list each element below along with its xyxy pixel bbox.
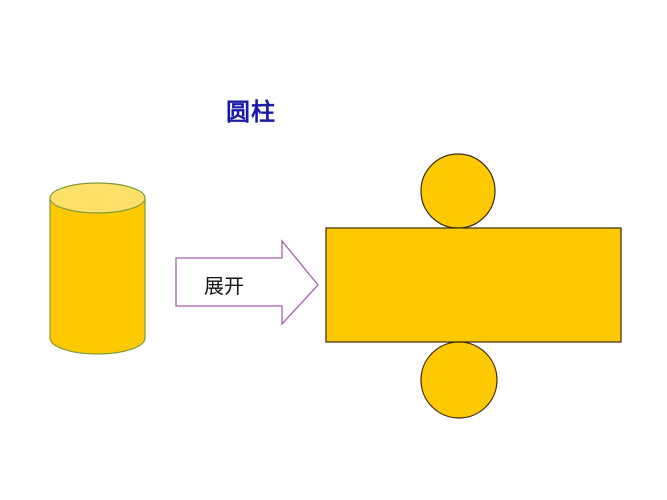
diagram-title: 圆柱: [226, 98, 276, 126]
unfold-arrow: [175, 239, 319, 326]
net-bottom-circle: [420, 341, 498, 419]
net-top-circle: [420, 153, 496, 229]
cylinder-shape: [49, 182, 146, 355]
cylinder-net: [325, 153, 622, 419]
net-lateral-rectangle: [325, 227, 622, 343]
arrow-label: 展开: [204, 274, 244, 298]
